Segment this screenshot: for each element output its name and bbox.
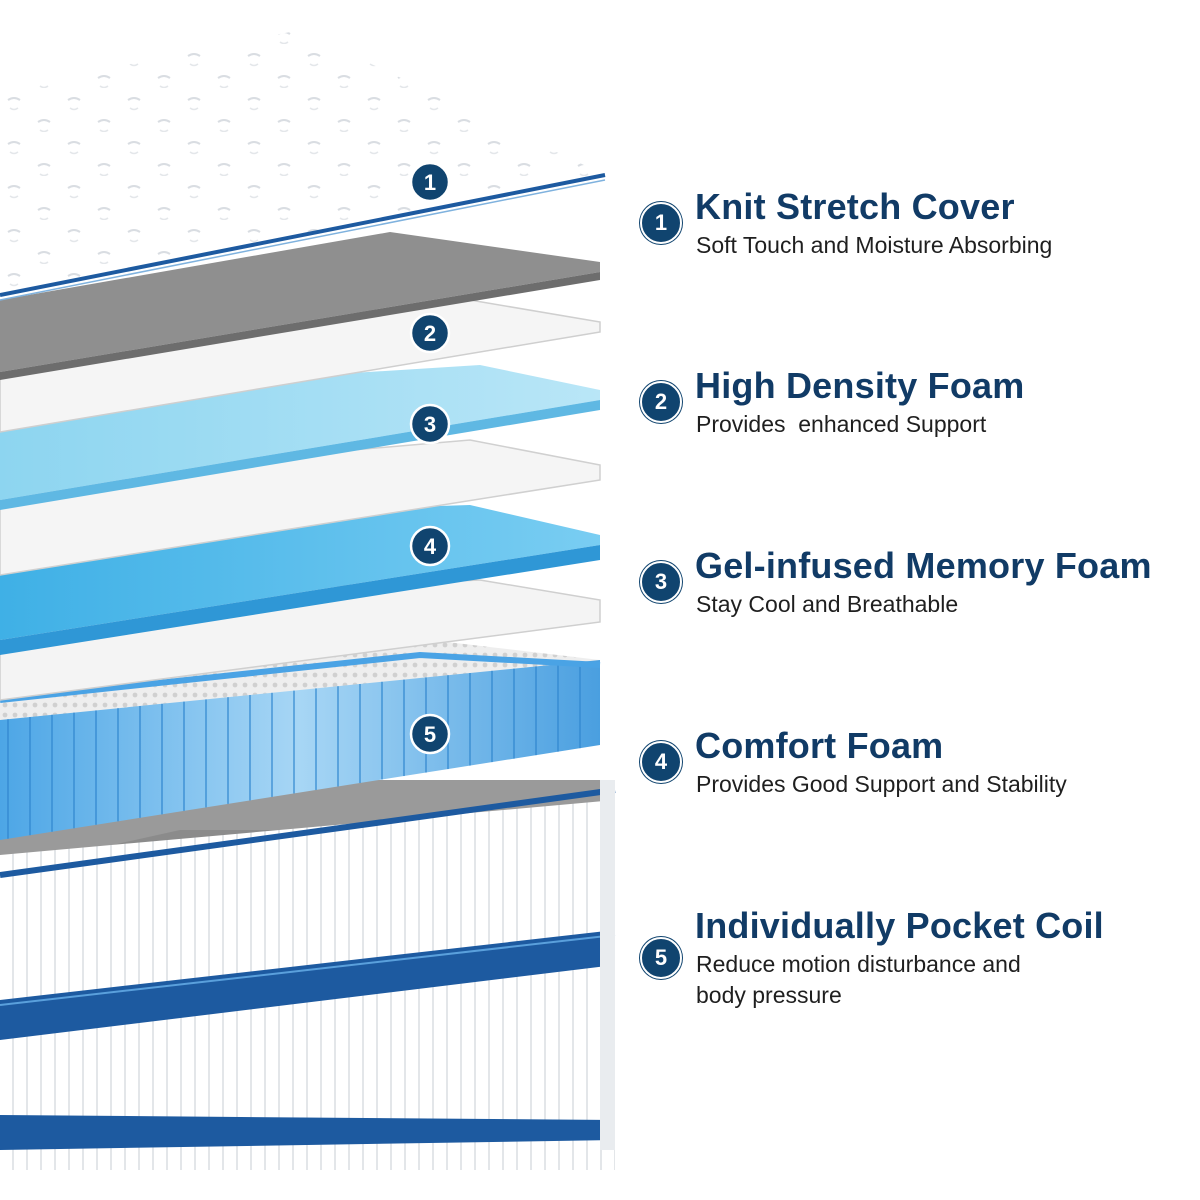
feature-number-badge: 2 [640,381,682,423]
layer-badge-number: 5 [424,722,436,747]
mattress-layers-illustration: 1 2 3 4 5 [0,30,616,1170]
layer-badge-number: 1 [424,170,436,195]
feature-description: Provides Good Support and Stability [696,771,1067,797]
feature-title: Comfort Foam [695,725,944,766]
feature-description: Stay Cool and Breathable [696,591,959,617]
layer-badge-knit-cover: 1 [409,161,451,203]
layer-badge-gel-memory-foam: 3 [409,403,451,445]
layer-badge-number: 3 [424,412,436,437]
feature-description: Soft Touch and Moisture Absorbing [696,232,1053,258]
knit-cover-layer [0,30,605,295]
layer-badge-number: 2 [424,321,436,346]
feature-title: Gel-infused Memory Foam [695,545,1152,586]
features-list: 1 Knit Stretch Cover Soft Touch and Mois… [636,0,1196,1200]
feature-number-badge: 1 [640,202,682,244]
layer-badge-high-density-foam: 2 [409,312,451,354]
base-blue-band [0,930,615,1040]
feature-description: Provides enhanced Support [696,411,987,437]
layer-badge-pocket-coil: 5 [409,713,451,755]
feature-title: Individually Pocket Coil [695,905,1104,946]
feature-number-badge: 5 [640,937,682,979]
feature-number-badge: 4 [640,741,682,783]
feature-title: Knit Stretch Cover [695,186,1015,227]
feature-title: High Density Foam [695,365,1025,406]
feature-number-badge: 3 [640,561,682,603]
mattress-exploded-view: 1 2 3 4 5 [0,30,616,1170]
high-density-foam-layer [0,232,600,372]
feature-description: Reduce motion disturbance and body press… [696,951,1021,1008]
layer-badge-comfort-foam: 4 [409,525,451,567]
mattress-base [0,780,616,1170]
layer-badge-number: 4 [424,534,437,559]
